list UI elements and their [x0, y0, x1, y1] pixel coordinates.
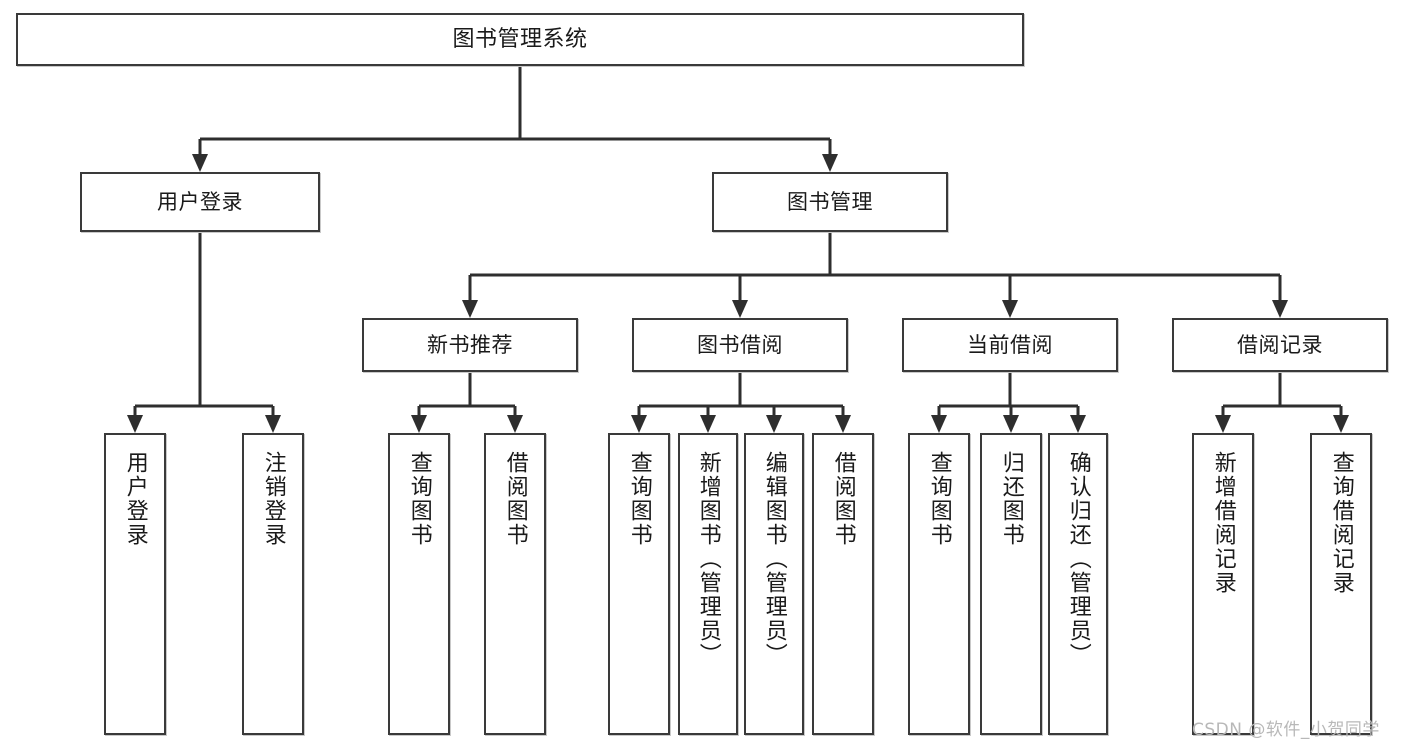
node-l2[interactable]: 注销登录 — [242, 433, 304, 735]
node-label: 注销登录 — [260, 451, 286, 547]
node-l10[interactable]: 归还图书 — [980, 433, 1042, 735]
node-l1[interactable]: 用户登录 — [104, 433, 166, 735]
node-l11[interactable]: 确认归还（管理员） — [1048, 433, 1108, 735]
node-l13[interactable]: 查询借阅记录 — [1310, 433, 1372, 735]
node-l4[interactable]: 借阅图书 — [484, 433, 546, 735]
node-label: 用户登录 — [157, 189, 243, 214]
node-label: 新增借阅记录 — [1210, 451, 1236, 595]
node-label: 借阅记录 — [1237, 332, 1323, 357]
node-label: 图书管理 — [787, 189, 873, 214]
node-label: 编辑图书（管理员） — [761, 451, 787, 667]
node-label: 借阅图书 — [502, 451, 528, 547]
node-label: 确认归还（管理员） — [1065, 451, 1091, 667]
node-borrow[interactable]: 图书借阅 — [632, 318, 848, 372]
node-label: 查询图书 — [406, 451, 432, 547]
node-label: 查询图书 — [926, 451, 952, 547]
node-root[interactable]: 图书管理系统 — [16, 13, 1024, 66]
node-l8[interactable]: 借阅图书 — [812, 433, 874, 735]
node-l5[interactable]: 查询图书 — [608, 433, 670, 735]
node-current[interactable]: 当前借阅 — [902, 318, 1118, 372]
node-label: 新书推荐 — [427, 332, 513, 357]
node-label: 当前借阅 — [967, 332, 1053, 357]
node-l6[interactable]: 新增图书（管理员） — [678, 433, 738, 735]
node-label: 新增图书（管理员） — [695, 451, 721, 667]
node-l7[interactable]: 编辑图书（管理员） — [744, 433, 804, 735]
node-label: 查询图书 — [626, 451, 652, 547]
node-l9[interactable]: 查询图书 — [908, 433, 970, 735]
node-label: 归还图书 — [998, 451, 1024, 547]
node-newbook[interactable]: 新书推荐 — [362, 318, 578, 372]
node-label: 借阅图书 — [830, 451, 856, 547]
node-label: 图书管理系统 — [452, 26, 588, 52]
watermark: CSDN @软件_小贺同学 — [1192, 720, 1380, 740]
node-l3[interactable]: 查询图书 — [388, 433, 450, 735]
node-label: 查询借阅记录 — [1328, 451, 1354, 595]
node-l12[interactable]: 新增借阅记录 — [1192, 433, 1254, 735]
node-label: 图书借阅 — [697, 332, 783, 357]
node-label: 用户登录 — [122, 451, 148, 547]
node-bookmgmt[interactable]: 图书管理 — [712, 172, 948, 232]
node-login[interactable]: 用户登录 — [80, 172, 320, 232]
node-records[interactable]: 借阅记录 — [1172, 318, 1388, 372]
